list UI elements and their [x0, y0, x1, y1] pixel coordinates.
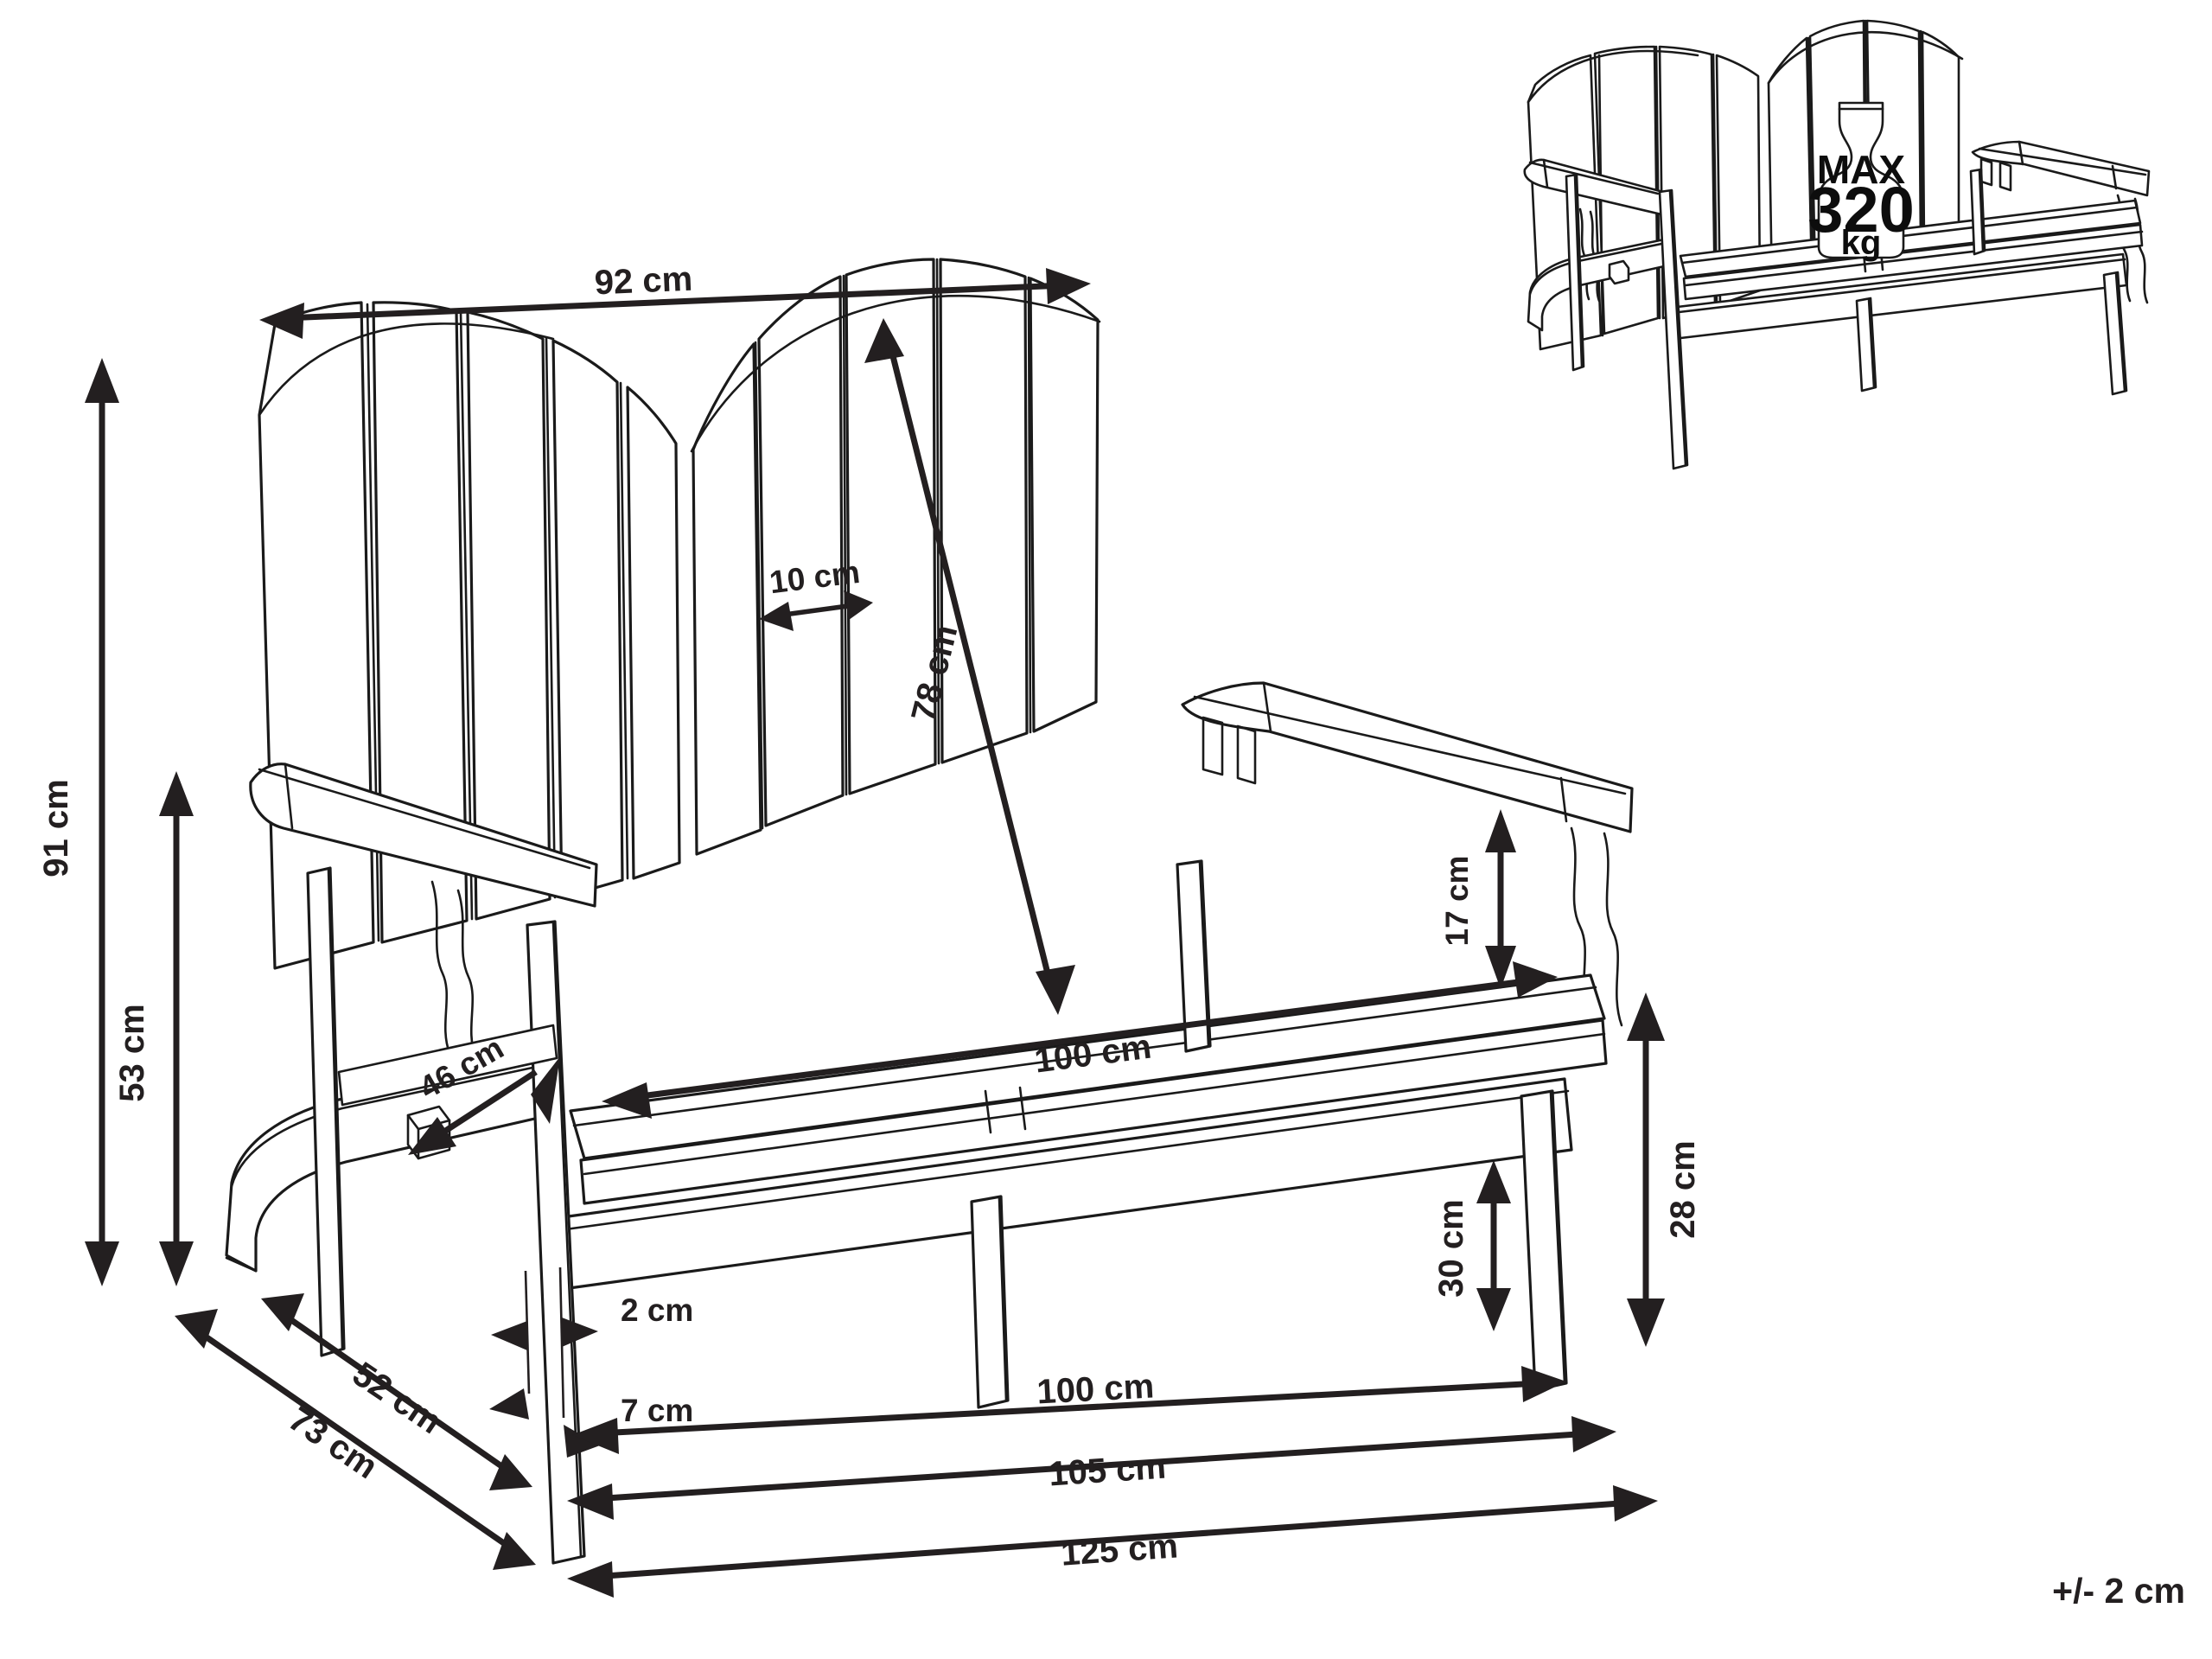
dimension-label-28cm: 28 cm — [1664, 1140, 1702, 1238]
dimension-label-7cm: 7 cm — [621, 1393, 693, 1428]
dimension-label-17cm: 17 cm — [1439, 856, 1475, 947]
max-load-unit: kg — [1841, 224, 1882, 262]
rear-left-leg — [306, 866, 346, 1357]
seat-slab-group — [569, 973, 1608, 1205]
dimension-label-53cm: 53 cm — [113, 1004, 151, 1101]
max-load-max-label: MAX — [1817, 147, 1906, 192]
dimension-base-width-inner: 100 cm — [572, 1366, 1566, 1454]
dimension-label-105cm: 105 cm — [1048, 1448, 1167, 1494]
dimension-overall-width: 92 cm — [259, 260, 1091, 339]
dimension-backrest-height: 53 cm — [113, 771, 194, 1286]
right-armrest-group — [1181, 681, 1634, 1027]
dimension-label-100cm-base: 100 cm — [1036, 1367, 1155, 1411]
dimension-frame-thickness: 2 cm — [491, 1267, 693, 1419]
dimension-overall-height: 91 cm — [37, 358, 119, 1286]
dimension-label-125cm: 125 cm — [1060, 1527, 1179, 1573]
max-load-value: 320 — [1807, 174, 1914, 246]
max-load-badge: MAX 320 kg — [1807, 101, 1915, 262]
dimension-slat-width: 10 cm — [759, 554, 873, 631]
dimension-label-91cm: 91 cm — [37, 779, 75, 877]
dimension-seat-height: 28 cm — [1627, 992, 1702, 1347]
dimension-base-width-mid: 105 cm — [567, 1416, 1616, 1520]
front-right-leg — [1520, 1089, 1568, 1392]
max-load-inset-illustration: MAX 320 kg — [1523, 19, 2151, 470]
dimension-base-width-outer: 125 cm — [567, 1485, 1658, 1598]
dimension-label-92cm: 92 cm — [594, 260, 693, 303]
tolerance-note: +/- 2 cm — [2052, 1571, 2185, 1611]
dimension-armrest-to-seat: 17 cm — [1439, 809, 1516, 989]
center-leg — [970, 1195, 1010, 1409]
dimension-label-2cm: 2 cm — [621, 1292, 693, 1328]
dimension-leg-thickness: 7 cm — [489, 1388, 693, 1458]
dimension-leg-height: 30 cm — [1432, 1160, 1511, 1331]
dimension-label-30cm: 30 cm — [1432, 1199, 1470, 1297]
rear-right-leg — [1176, 859, 1212, 1053]
left-armrest-group — [249, 763, 598, 1058]
